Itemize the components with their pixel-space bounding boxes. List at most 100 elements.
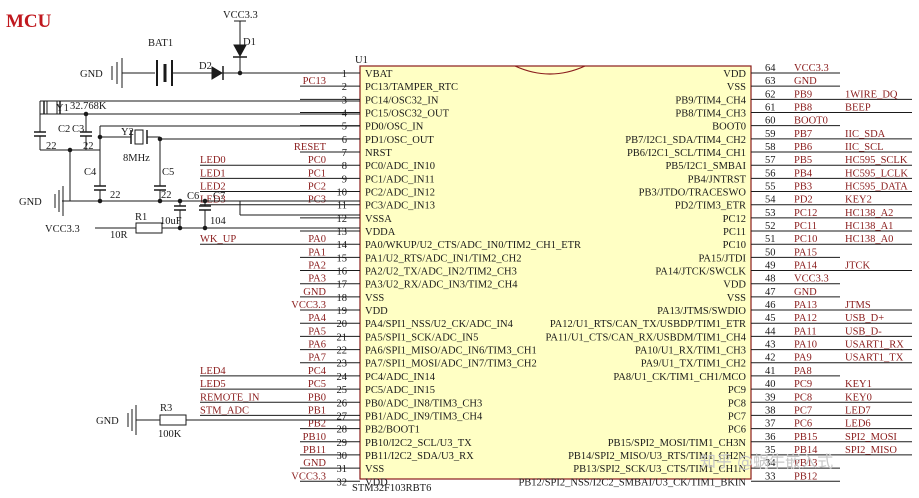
pin-net-51: PC10 [794,234,817,245]
pin-number-52: 52 [765,221,776,232]
pin-number-1: 1 [342,69,347,80]
pin-name-41: PA8/U1_CK/TIM1_CH1/MCO [613,372,746,383]
pin-number-54: 54 [765,195,776,206]
pin-net-24: PC4 [308,366,327,377]
r3-value: 100K [158,429,182,440]
watermark: 知乎 @蜗牛嵌入式 [700,452,833,471]
gnd-label-battery: GND [80,69,103,80]
pin-number-48: 48 [765,274,776,285]
pin-net-40: PC9 [794,379,812,390]
pin-net-30: PB11 [303,445,326,456]
pin-number-62: 62 [765,89,776,100]
pin-func-57: HC595_SCLK [845,155,908,166]
pin-name-42: PA9/U1_TX/TIM1_CH2 [641,359,746,370]
c6-label: C6 [187,191,199,202]
pin-net-17: PA3 [308,274,326,285]
gnd-label-crystal: GND [19,197,42,208]
pin-name-5: PD0/OSC_IN [365,122,424,133]
pin-func-9: LED1 [200,168,226,179]
pin-name-1: VBAT [365,69,393,80]
pin-number-47: 47 [765,287,776,298]
pin-func-46: JTMS [845,300,871,311]
pin-net-64: VCC3.3 [794,63,829,74]
pin-name-47: VSS [727,293,746,304]
pin-func-54: KEY2 [845,195,872,206]
pin-net-35: PB14 [794,445,818,456]
pin-name-15: PA1/U2_RTS/ADC_IN1/TIM2_CH2 [365,253,522,264]
pin-number-19: 19 [337,306,348,317]
c4-label: C4 [84,167,97,178]
pin-name-25: PC5/ADC_IN15 [365,385,435,396]
pin-net-8: PC0 [308,155,326,166]
pin-name-18: VSS [365,293,384,304]
pin-func-43: USART1_RX [845,340,904,351]
pin-number-57: 57 [765,155,776,166]
pin-name-38: PC7 [728,411,746,422]
pin-func-10: LED2 [200,182,226,193]
chip-part: STM32F103RBT6 [352,483,431,494]
pin-number-6: 6 [342,135,347,146]
pin-number-21: 21 [337,332,348,343]
pin-net-15: PA1 [308,247,326,258]
pin-name-20: PA4/SPI1_NSS/U2_CK/ADC_IN4 [365,319,514,330]
chip-body [359,65,752,480]
pin-number-64: 64 [765,63,776,74]
pin-net-42: PA9 [794,353,812,364]
pin-func-58: IIC_SCL [845,142,884,153]
pin-func-11: LED3 [200,195,226,206]
pin-name-34: PB13/SPI2_SCK/U3_CTS/TIM1_CH1N [573,464,746,475]
sheet-title: MCU [6,11,52,32]
pin-func-42: USART1_TX [845,353,904,364]
pin-number-29: 29 [337,438,348,449]
pin-net-54: PD2 [794,195,813,206]
pin-number-8: 8 [342,161,347,172]
pin-number-58: 58 [765,142,776,153]
vcc-label-r1: VCC3.3 [45,224,80,235]
pin-name-28: PB2/BOOT1 [365,425,420,436]
pin-name-63: VSS [727,82,746,93]
pin-net-11: PC3 [308,195,326,206]
pin-name-35: PB14/SPI2_MISO/U3_RTS/TIM1_CH2N [568,451,746,462]
d2-label: D2 [199,61,212,72]
pin-name-21: PA5/SPI1_SCK/ADC_IN5 [365,332,478,343]
c7-value: 104 [210,216,227,227]
pin-number-37: 37 [765,419,776,430]
pin-name-6: PD1/OSC_OUT [365,135,434,146]
pin-number-41: 41 [765,366,776,377]
pin-name-50: PA15/JTDI [699,253,747,264]
pin-name-64: VDD [723,69,746,80]
pin-net-61: PB8 [794,103,812,114]
c3-label: C3 [72,124,84,135]
pin-net-46: PA13 [794,300,817,311]
pin-number-63: 63 [765,76,776,87]
pin-name-37: PC6 [728,425,746,436]
pin-net-45: PA12 [794,313,817,324]
pin-name-19: VDD [365,306,388,317]
pin-name-53: PC12 [723,214,746,225]
pin-func-39: KEY0 [845,392,872,403]
pin-func-35: SPI2_MISO [845,445,897,456]
pin-func-25: LED5 [200,379,226,390]
bat1-label: BAT1 [148,38,173,49]
pin-name-33: PB12/SPI2_NSS/I2C2_SMBAI/U3_CK/TIM1_BKIN [518,477,746,488]
pin-net-32: VCC3.3 [291,471,326,482]
pin-number-44: 44 [765,326,776,337]
pin-number-9: 9 [342,174,347,185]
pin-net-39: PC8 [794,392,812,403]
pin-name-24: PC4/ADC_IN14 [365,372,436,383]
pin-name-48: VDD [723,280,746,291]
pin-net-33: PB12 [794,471,817,482]
r3-circuit [127,405,360,435]
pin-number-42: 42 [765,353,776,364]
pin-name-49: PA14/JTCK/SWCLK [655,267,746,278]
pin-number-33: 33 [765,471,776,482]
pin-number-43: 43 [765,340,776,351]
pin-number-15: 15 [337,253,348,264]
pin-net-9: PC1 [308,168,326,179]
pin-number-38: 38 [765,405,776,416]
pin-number-40: 40 [765,379,776,390]
pin-func-59: IIC_SDA [845,129,886,140]
pin-number-39: 39 [765,392,776,403]
pin-net-2: PC13 [303,76,326,87]
